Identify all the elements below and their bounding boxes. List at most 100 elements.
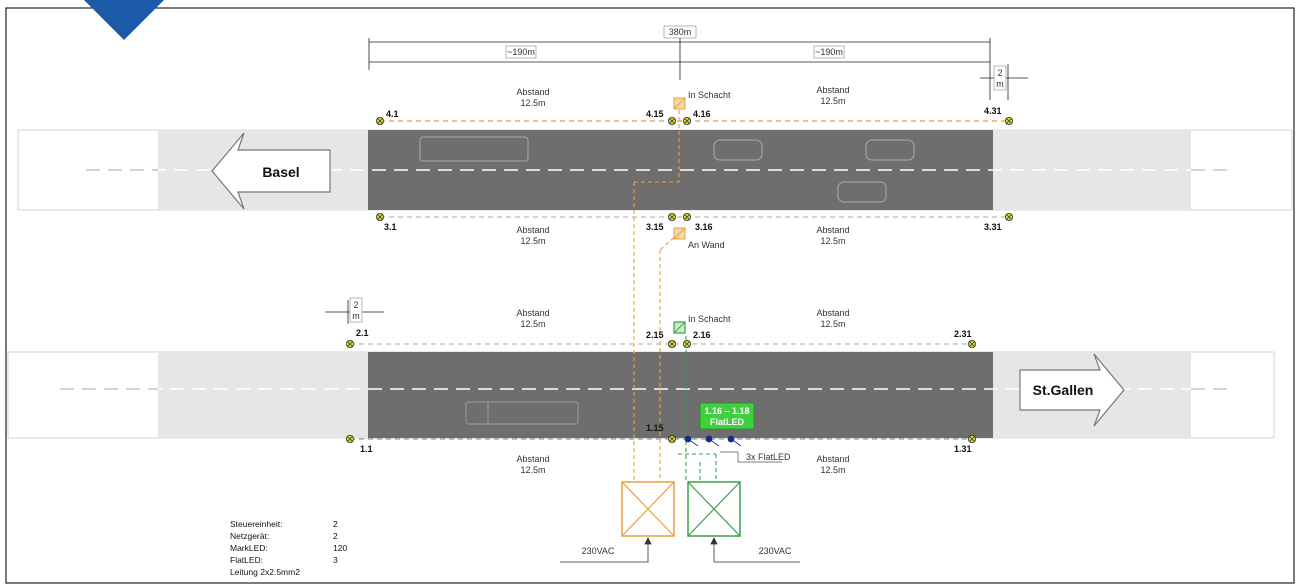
- dim-edge-mid-num: 2: [353, 300, 358, 310]
- marker-label-2-31: 2.31: [954, 329, 972, 339]
- legend-value: 2: [333, 519, 338, 529]
- spacing-value-3-left: 12.5m: [520, 236, 545, 246]
- marker-1-1: [345, 434, 354, 443]
- marker-label-4-31: 4.31: [984, 106, 1002, 116]
- spacing-label-3-right: Abstand: [816, 225, 849, 235]
- legend-label: MarkLED:: [230, 543, 268, 553]
- vehicles-top: [419, 136, 915, 203]
- dim-right-label: ~190m: [815, 47, 843, 57]
- label-3x-flatled: 3x FlatLED: [746, 452, 791, 462]
- spacing-value-1-right: 12.5m: [820, 465, 845, 475]
- spacing-value-top-left: 12.5m: [520, 98, 545, 108]
- dim-edge-top-box: [993, 65, 1007, 91]
- marker-label-2-15: 2.15: [646, 330, 664, 340]
- marker-3-31: [1005, 212, 1014, 221]
- dim-left-label: ~190m: [507, 47, 535, 57]
- dim-right-box: [813, 45, 845, 59]
- label-an-wand: An Wand: [688, 240, 725, 250]
- spacing-label-1-left: Abstand: [516, 454, 549, 464]
- marker-2-1: [345, 339, 354, 348]
- marker-label-1-31: 1.31: [954, 444, 972, 454]
- marker-4-16: [683, 117, 692, 126]
- marker-label-2-1: 2.1: [356, 328, 369, 338]
- marker-4-1: [375, 117, 384, 126]
- power-supply-orange-icon: [621, 481, 675, 537]
- marker-3-15: [668, 212, 677, 221]
- dimension-lines: [325, 38, 1028, 324]
- marker-3-1: [375, 212, 384, 221]
- dim-total-label: 380m: [669, 27, 692, 37]
- spacing-label-3-left: Abstand: [516, 225, 549, 235]
- marker-1-15: [668, 434, 677, 443]
- marker-label-1-15: 1.15: [646, 423, 664, 433]
- markers: [345, 117, 1014, 443]
- dim-total-box: [663, 25, 697, 39]
- direction-arrow-basel-icon: [211, 132, 331, 210]
- spacing-value-2-left: 12.5m: [520, 319, 545, 329]
- legend-label: Netzgerät:: [230, 531, 269, 541]
- flatled-badge-range: 1.16 – 1.18: [704, 406, 749, 416]
- dim-edge-mid-unit: m: [352, 311, 360, 321]
- marker-3-16: [683, 212, 692, 221]
- dim-edge-top-num: 2: [997, 68, 1002, 78]
- direction-label-stgallen: St.Gallen: [1033, 382, 1094, 398]
- voltage-label-left: 230VAC: [582, 546, 615, 556]
- marker-label-1-1: 1.1: [360, 444, 373, 454]
- marker-label-2-16: 2.16: [693, 330, 711, 340]
- marker-label-4-16: 4.16: [693, 109, 711, 119]
- spacing-label-top-left: Abstand: [516, 87, 549, 97]
- junction-box-wall-icon: [673, 227, 686, 240]
- spacing-value-top-right: 12.5m: [820, 96, 845, 106]
- spacing-label-top-right: Abstand: [816, 85, 849, 95]
- flatled-lights: [684, 435, 742, 447]
- drawing-frame: [5, 7, 1295, 584]
- label-in-schacht-top: In Schacht: [688, 90, 731, 100]
- junction-box-mid-icon: [673, 321, 686, 334]
- dim-edge-mid-box: [349, 297, 363, 323]
- spacing-label-2-right: Abstand: [816, 308, 849, 318]
- marker-label-4-15: 4.15: [646, 109, 664, 119]
- vehicles-bottom: [465, 401, 579, 425]
- legend: Steuereinheit: 2 Netzgerät: 2 MarkLED: 1…: [230, 519, 347, 577]
- marker-lines: [350, 120, 1009, 440]
- legend-value: 3: [333, 555, 338, 565]
- marker-label-4-1: 4.1: [386, 109, 399, 119]
- voltage-label-right: 230VAC: [759, 546, 792, 556]
- power-supply-green-icon: [687, 481, 741, 537]
- dim-edge-top-unit: m: [996, 79, 1004, 89]
- direction-arrow-stgallen-icon: [1019, 353, 1125, 427]
- marker-2-15: [668, 339, 677, 348]
- marker-label-3-31: 3.31: [984, 222, 1002, 232]
- marker-label-3-1: 3.1: [384, 222, 397, 232]
- flatled-badge-type: FlatLED: [710, 417, 745, 427]
- spacing-label-2-left: Abstand: [516, 308, 549, 318]
- legend-value: 120: [333, 543, 347, 553]
- legend-label: FlatLED:: [230, 555, 263, 565]
- direction-label-basel: Basel: [262, 164, 299, 180]
- marker-label-3-16: 3.16: [695, 222, 713, 232]
- dim-left-box: [505, 45, 537, 59]
- legend-label: Leitung 2x2.5mm2: [230, 567, 300, 577]
- spacing-value-1-left: 12.5m: [520, 465, 545, 475]
- marker-2-16: [683, 339, 692, 348]
- legend-value: 2: [333, 531, 338, 541]
- cabling-green: [678, 336, 717, 482]
- marker-4-15: [668, 117, 677, 126]
- flatled-callout-line: [720, 451, 782, 463]
- label-in-schacht-mid: In Schacht: [688, 314, 731, 324]
- cabling-orange: [633, 110, 680, 482]
- spacing-value-3-right: 12.5m: [820, 236, 845, 246]
- marker-label-3-15: 3.15: [646, 222, 664, 232]
- marker-2-31: [968, 339, 977, 348]
- road-top: [17, 129, 1293, 211]
- marker-4-31: [1005, 117, 1014, 126]
- flatled-badge: [699, 402, 755, 430]
- spacing-value-2-right: 12.5m: [820, 319, 845, 329]
- junction-box-top-icon: [673, 97, 686, 110]
- corner-logo-icon: [84, 0, 164, 40]
- marker-1-31: [968, 434, 977, 443]
- power-feed-lines: [560, 537, 800, 563]
- spacing-label-1-right: Abstand: [816, 454, 849, 464]
- legend-label: Steuereinheit:: [230, 519, 282, 529]
